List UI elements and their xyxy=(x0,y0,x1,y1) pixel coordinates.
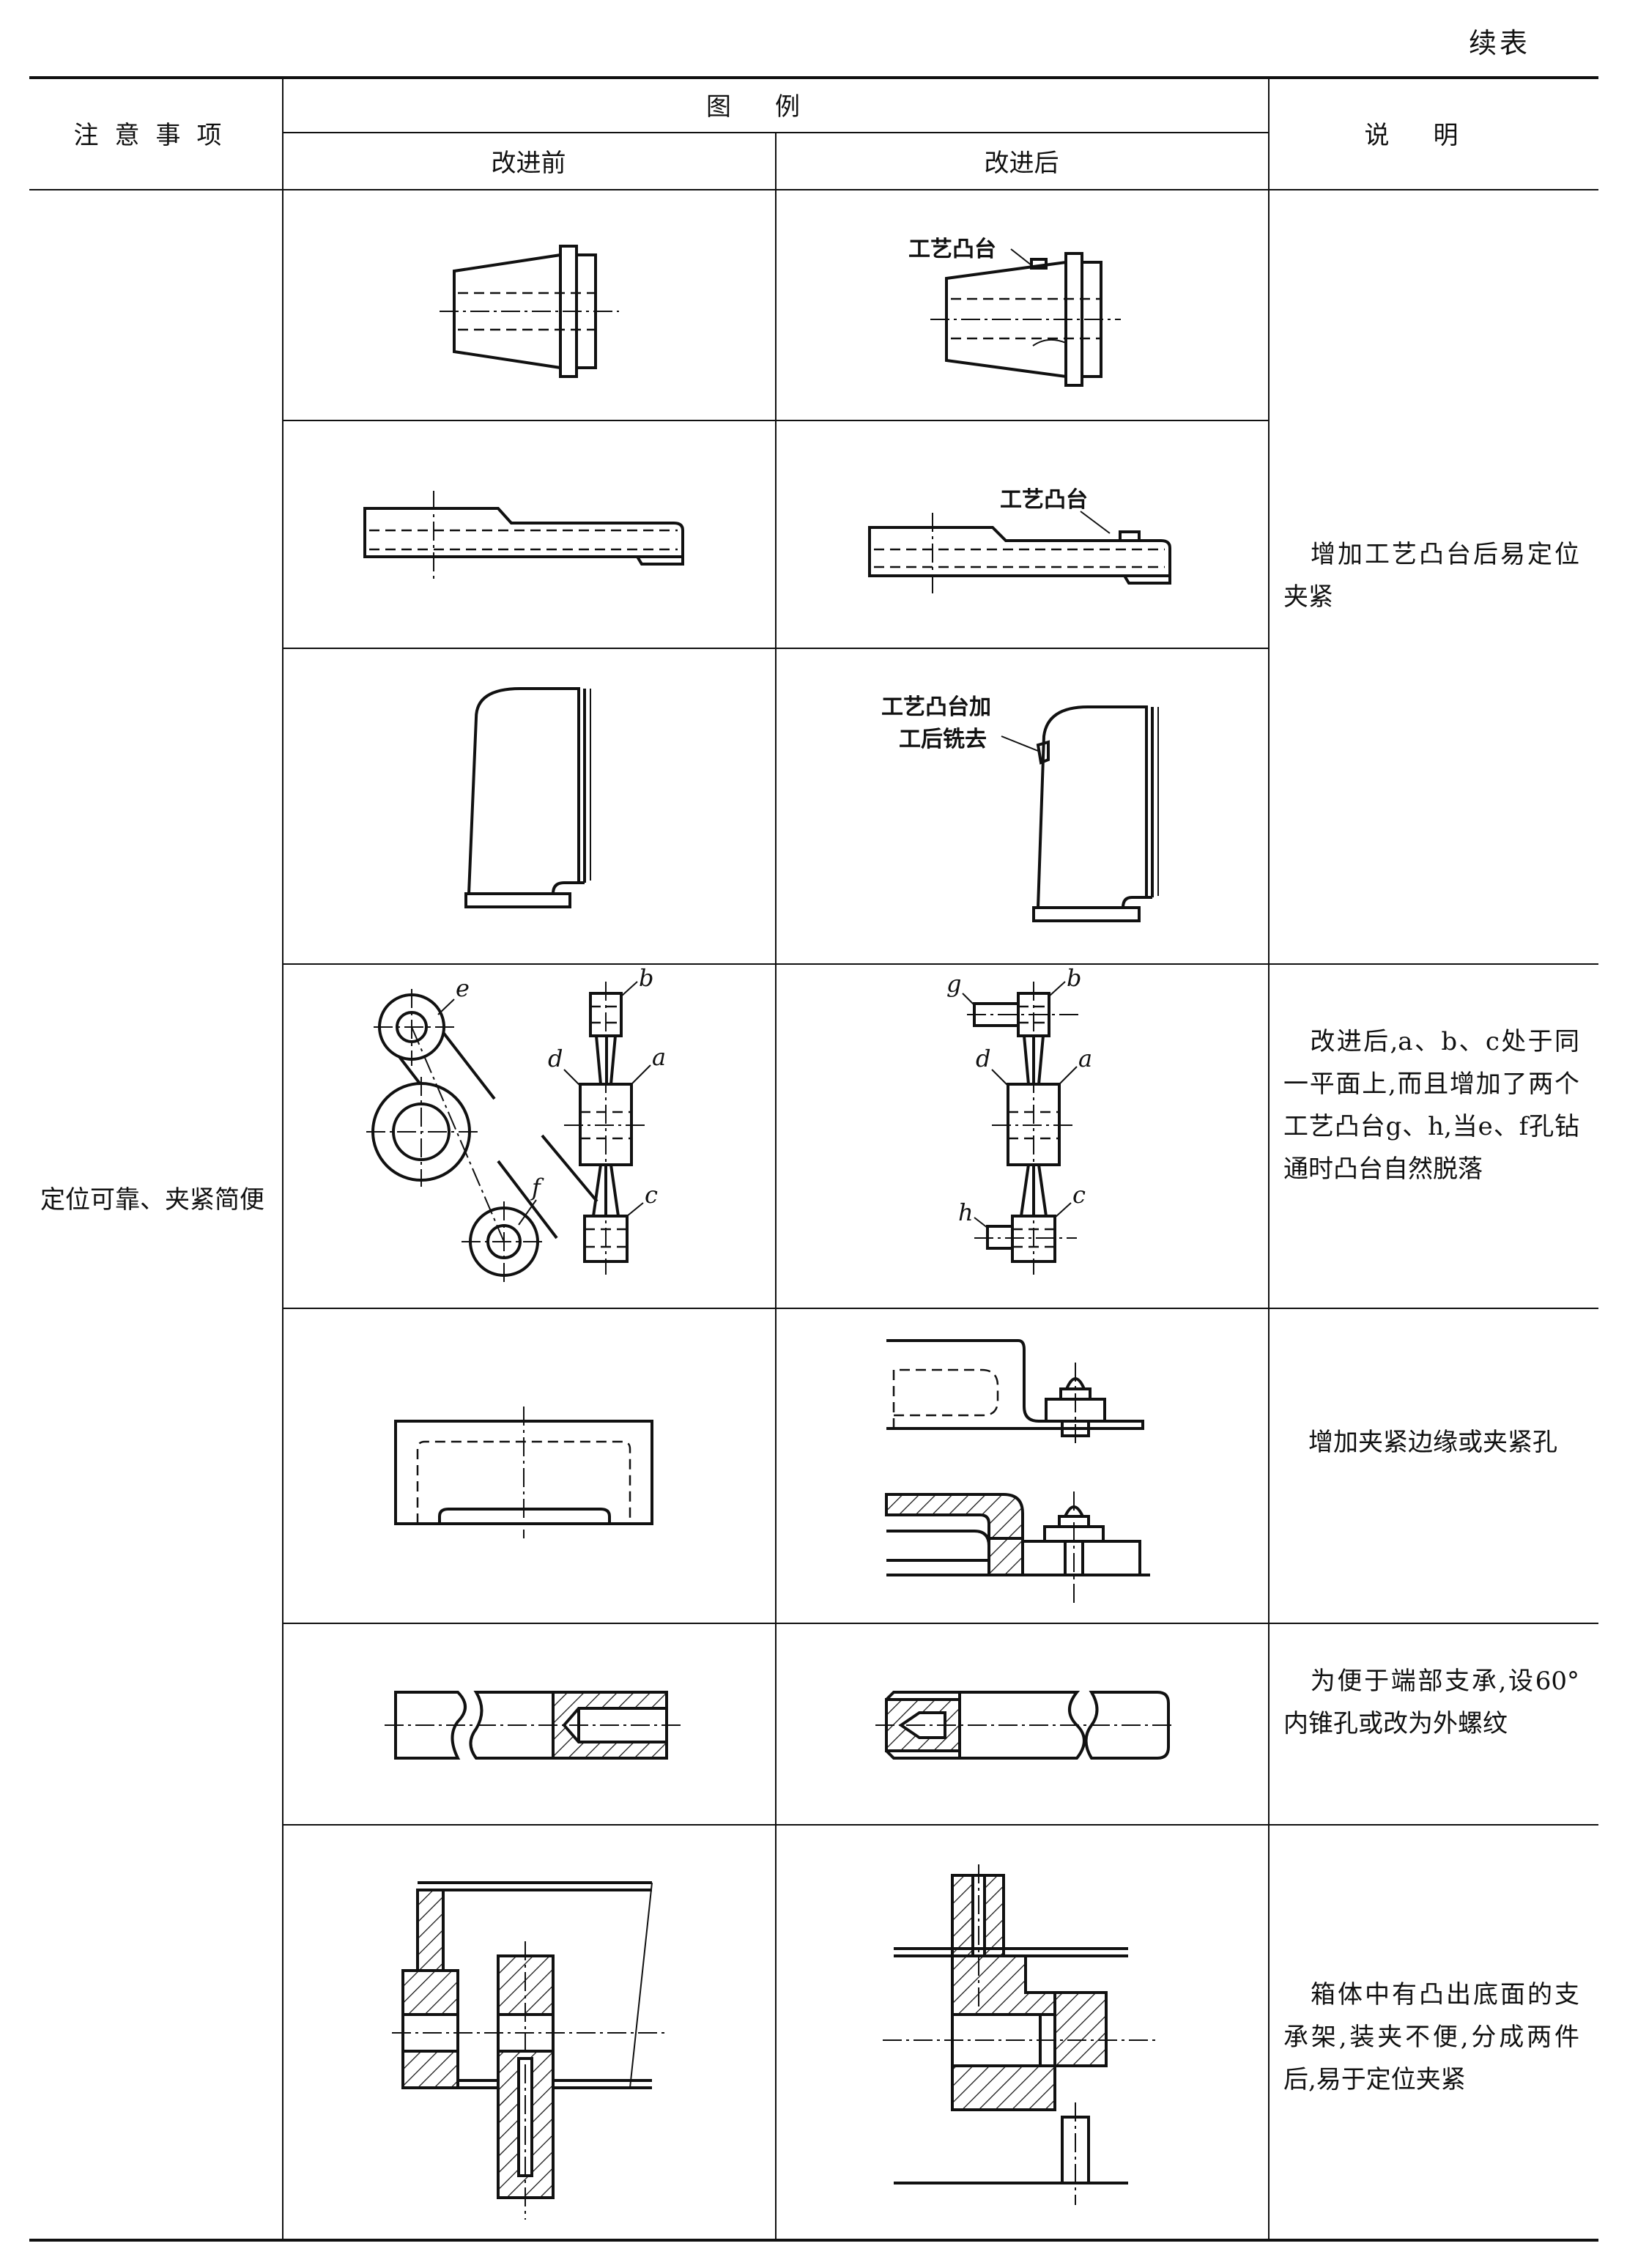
header-explain: 说明 xyxy=(1364,120,1502,150)
explain-edge: 增加夹紧边缘或夹紧孔 xyxy=(1308,1428,1557,1457)
letter-a: a xyxy=(652,1043,666,1071)
figure-bracket-before xyxy=(464,687,591,908)
figure-taper-before xyxy=(440,245,619,378)
label-boss-1: 工艺凸台 xyxy=(908,237,996,262)
note-positioning: 定位可靠、夹紧简便 xyxy=(40,1185,264,1215)
header-before: 改进前 xyxy=(491,148,566,178)
col-divider-1 xyxy=(282,76,283,2239)
explain-cone: 为便于端部支承,设60°内锥孔或改为外螺纹 xyxy=(1283,1667,1579,1738)
continuation-label: 续表 xyxy=(1468,27,1530,59)
explain-plane: 改进后,a、b、c处于同一平面上,而且增加了两个工艺凸台g、h,当e、f孔钻通时… xyxy=(1283,1027,1579,1184)
figure-shaft-after xyxy=(875,1691,1176,1760)
letter-c: c xyxy=(645,1181,658,1209)
figure-taper-after: 工艺凸台 xyxy=(908,237,1121,387)
letter-e: e xyxy=(456,974,470,1002)
table-top-rule xyxy=(29,76,1598,79)
row-rule xyxy=(282,648,1268,649)
letter-f: f xyxy=(530,1174,544,1201)
figure-crank-before: e f b a d c xyxy=(366,964,666,1282)
figure-box-before xyxy=(392,1881,667,2220)
figure-box-after xyxy=(883,1864,1157,2205)
figure-plate-before xyxy=(394,1407,653,1538)
row-rule xyxy=(282,1308,1598,1309)
figure-fork-after: b g a d c h xyxy=(946,964,1092,1275)
table-bottom-rule xyxy=(29,2239,1598,2242)
letter-b2: b xyxy=(1067,964,1081,992)
figure-lever-after: 工艺凸台 xyxy=(868,487,1171,598)
header-figure: 图例 xyxy=(706,92,844,122)
letter-d: d xyxy=(548,1045,563,1072)
label-boss-3a: 工艺凸台加 xyxy=(881,694,991,720)
letter-h: h xyxy=(958,1198,974,1226)
explain-boss: 增加工艺凸台后易定位夹紧 xyxy=(1283,540,1579,612)
label-boss-2: 工艺凸台 xyxy=(1000,487,1088,513)
letter-d2: d xyxy=(976,1045,990,1072)
letter-g: g xyxy=(946,970,961,998)
letter-b: b xyxy=(639,964,653,992)
header-after: 改进后 xyxy=(984,148,1059,178)
figure-clamp-after xyxy=(885,1339,1150,1604)
label-boss-3b: 工后铣去 xyxy=(899,727,987,752)
row-rule xyxy=(282,420,1268,421)
explain-box: 箱体中有凸出底面的支承架,装夹不便,分成两件后,易于定位夹紧 xyxy=(1283,1980,1579,2094)
figure-lever-before xyxy=(363,491,684,579)
figure-shaft-before xyxy=(385,1691,681,1760)
header-notes: 注意事项 xyxy=(73,120,238,150)
letter-c2: c xyxy=(1072,1181,1086,1209)
row-rule xyxy=(282,963,1598,965)
row-rule xyxy=(282,1623,1598,1624)
row-rule xyxy=(282,1824,1598,1826)
col-divider-2 xyxy=(775,132,777,2239)
header-bottom-rule xyxy=(29,189,1598,190)
letter-a2: a xyxy=(1078,1045,1092,1072)
col-divider-3 xyxy=(1268,76,1270,2239)
figure-bracket-after: 工艺凸台加 工后铣去 xyxy=(881,694,1159,922)
